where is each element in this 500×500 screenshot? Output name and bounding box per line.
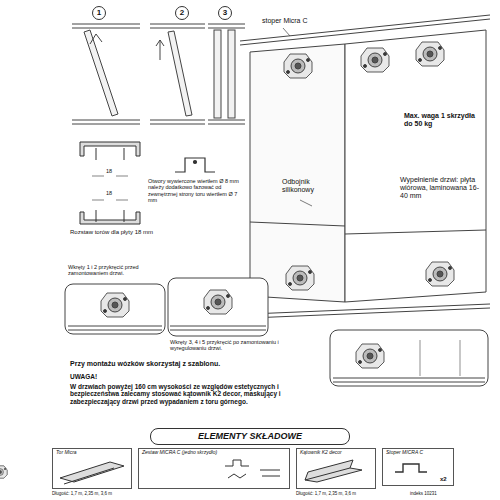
drill-bracket: [175, 158, 215, 172]
callout-number: 1: [92, 6, 106, 20]
component-drawings: [0, 460, 427, 484]
material-note: Wypełnienie drzwi: płyta wiórowa, lamino…: [400, 176, 482, 200]
length-note: Długość: 1,7 m, 2,35 m, 3,6 m: [52, 491, 142, 496]
installation-steps: [214, 30, 221, 118]
rail-cross-section: [96, 210, 124, 222]
warning-heading: UWAGA!: [70, 373, 130, 380]
dimension-note: Rozstaw torów dla płyty 18 mm: [70, 229, 170, 236]
doors-perspective: [286, 266, 314, 290]
rail-cross-section: [80, 142, 140, 156]
rail-cross-section: [96, 148, 124, 160]
dimension: 18: [106, 168, 120, 174]
doors-perspective: [345, 30, 486, 302]
installation-steps: [90, 34, 102, 44]
section-banner: ELEMENTY SKŁADOWE: [150, 428, 350, 445]
warning-text: W drzwiach powyżej 160 cm wysokości ze w…: [70, 383, 328, 405]
component-drawings: [0, 466, 7, 478]
node-text: Kątownik K2 decor: [300, 450, 372, 456]
doors-perspective: [283, 28, 290, 36]
node-text: 3: [223, 8, 227, 17]
installation-steps: [84, 30, 118, 116]
installation-steps: [72, 24, 245, 124]
component-box: Tor Micra: [52, 448, 132, 489]
doors-perspective: [250, 222, 486, 234]
doors-perspective: [250, 304, 490, 318]
length-note: Długość: 1,7 m, 2,35 m, 3,6 m: [296, 491, 386, 496]
component-drawings: [0, 466, 7, 478]
drill-bracket: [194, 161, 197, 164]
node-text: ELEMENTY SKŁADOWE: [198, 431, 302, 441]
doors-perspective: [240, 15, 490, 318]
component-drawings: [305, 460, 362, 482]
installation-steps: [208, 24, 245, 28]
detail-insets: [101, 293, 129, 317]
detail-insets: [65, 284, 165, 334]
detail-insets: [333, 378, 485, 382]
component-box: Zestaw MICRA C (jedno skrzydło): [138, 448, 290, 489]
installation-steps: [208, 120, 245, 124]
node-text: Stoper MICRA C: [386, 450, 450, 456]
rail-cross-section: [92, 200, 128, 201]
installation-steps: [72, 24, 140, 28]
drill-bracket: [175, 158, 215, 172]
doors-perspective: [284, 54, 312, 78]
doors-perspective: [361, 48, 389, 72]
quantity: x2: [440, 476, 454, 483]
detail-insets: [420, 340, 460, 376]
detail-insets: [356, 344, 384, 368]
installation-steps: [168, 31, 192, 116]
detail-insets: [168, 278, 268, 336]
component-drawings: [395, 464, 427, 472]
component-drawings: [60, 462, 124, 482]
detail-insets: [204, 290, 232, 314]
component-box: Kątownik K2 decor: [296, 448, 376, 489]
callout-number: 2: [175, 6, 189, 20]
detail-insets: [330, 330, 488, 386]
detail-insets: [65, 278, 488, 386]
node-text: 2: [180, 8, 184, 17]
node-text: Tor Micra: [56, 450, 128, 456]
doors-perspective: [416, 42, 444, 66]
installation-steps: [228, 30, 235, 118]
screw-note: Wkręty 1 i 2 przykręcić przed zamontowan…: [68, 264, 166, 277]
installation-steps: [150, 24, 205, 28]
product-index: indeks 10231: [410, 491, 470, 496]
installation-steps: [72, 120, 140, 124]
detail-insets: [68, 326, 162, 330]
part-name: Odbojnik silikonowy: [282, 178, 338, 194]
weight-note: Max. waga 1 skrzydła do 50 kg: [404, 112, 476, 128]
doors-perspective: [300, 200, 312, 206]
node-text: Zestaw MICRA C (jedno skrzydło): [142, 450, 286, 456]
component-drawings: [0, 466, 7, 478]
node-text: 1: [97, 8, 101, 17]
doors-perspective: [426, 262, 454, 286]
detail-insets: [170, 326, 266, 330]
rail-cross-section: [80, 142, 140, 224]
rail-cross-section: [92, 176, 128, 177]
callout-number: 3: [218, 6, 232, 20]
dimension: 18: [106, 190, 120, 196]
rail-cross-section: [80, 212, 140, 224]
drill-note: Otwory wywiercone wiertłem Ø 8 mm należy…: [148, 178, 246, 203]
installation-steps: [156, 40, 164, 60]
installation-steps: [150, 120, 205, 124]
component-drawings: [225, 460, 280, 478]
part-name: stoper Micra C: [262, 17, 332, 25]
component-drawings: [64, 468, 114, 484]
template-note: Przy montażu wózków skorzystaj z szablon…: [70, 360, 330, 368]
screw-note: Wkręty 3, 4 i 5 przykręcić po zamontowan…: [170, 339, 280, 352]
doors-perspective: [250, 44, 345, 302]
